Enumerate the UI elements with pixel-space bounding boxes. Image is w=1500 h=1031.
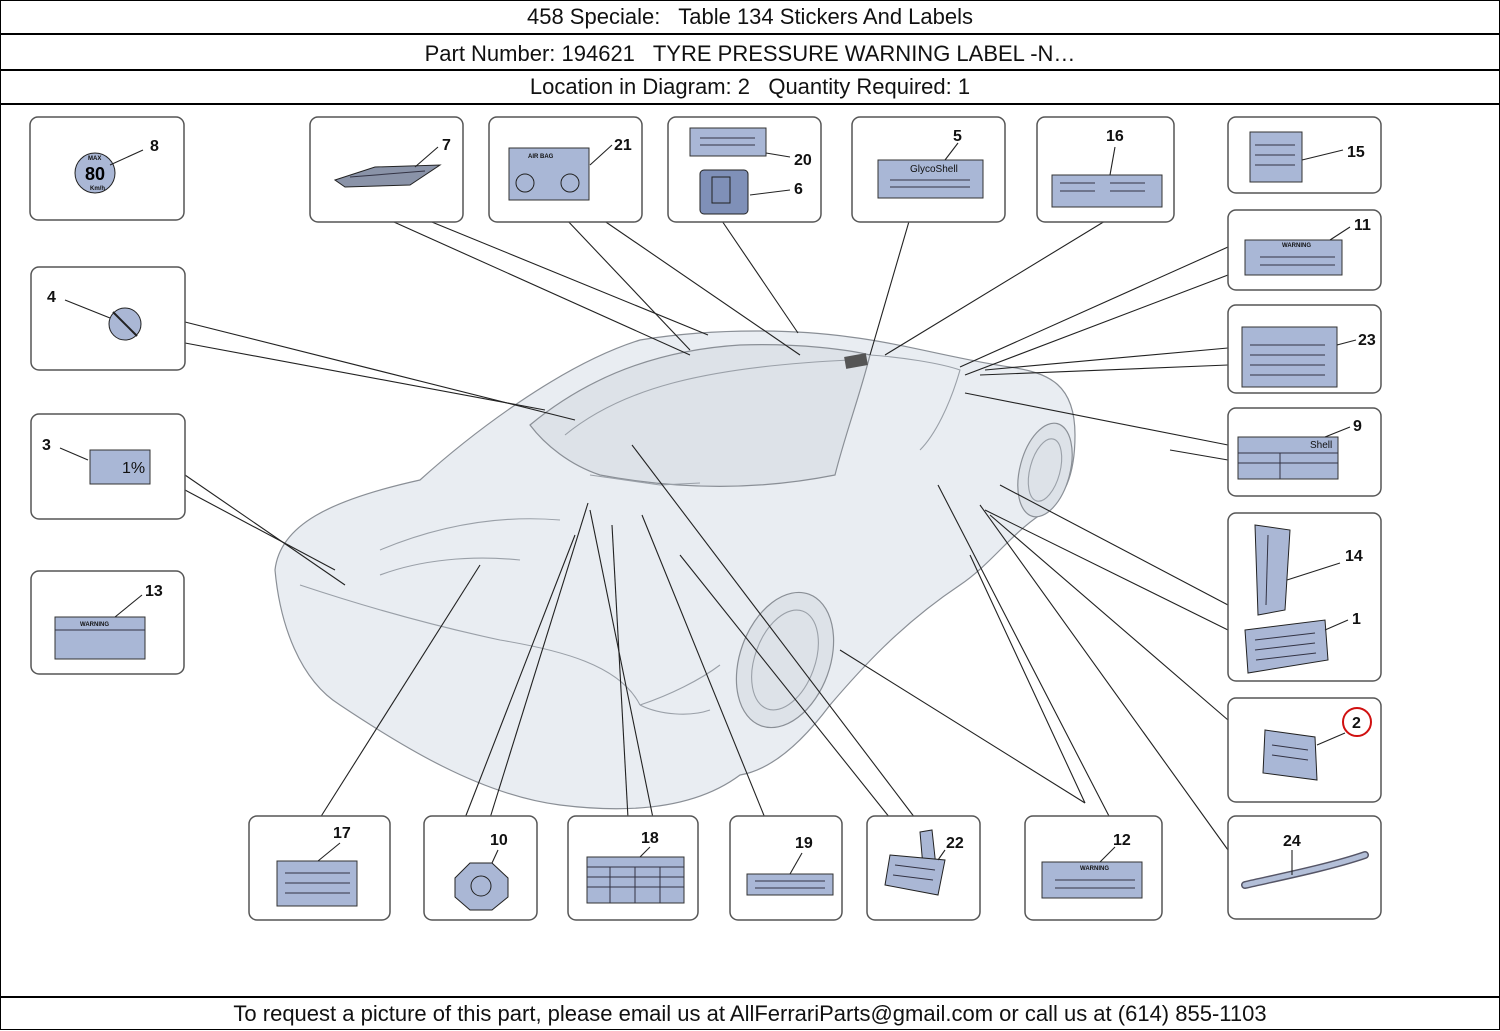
callout-12[interactable]: WARNING 12 xyxy=(1024,815,1163,921)
callout-23[interactable]: 23 xyxy=(1227,304,1382,394)
label-9-shell: Shell xyxy=(1310,440,1332,451)
callout-13[interactable]: WARNING 13 xyxy=(30,570,185,675)
callout-16[interactable]: 16 xyxy=(1036,116,1175,223)
callout-number-14: 14 xyxy=(1345,548,1363,565)
callout-number-10: 10 xyxy=(490,832,508,849)
leader-lines xyxy=(184,217,1229,851)
callout-9[interactable]: Shell 9 xyxy=(1227,407,1382,497)
callout-15[interactable]: 15 xyxy=(1227,116,1382,194)
callout-5[interactable]: GlycoShell 5 xyxy=(851,116,1006,223)
callout-number-16: 16 xyxy=(1106,128,1124,145)
callout-number-17: 17 xyxy=(333,825,351,842)
callout-number-20: 20 xyxy=(794,152,812,169)
label-3-percent: 1% xyxy=(122,460,145,477)
callout-number-5: 5 xyxy=(953,128,962,145)
callout-17[interactable]: 17 xyxy=(248,815,391,921)
callout-22[interactable]: 22 xyxy=(866,815,981,921)
label-12-warning: WARNING xyxy=(1080,866,1109,872)
label-21-airbag: AIR BAG xyxy=(528,154,554,160)
part-number: Part Number: 194621 TYRE PRESSURE WARNIN… xyxy=(1,36,1499,71)
footer-contact: To request a picture of this part, pleas… xyxy=(1,996,1499,1031)
callout-number-6: 6 xyxy=(794,181,803,198)
callout-number-8: 8 xyxy=(150,138,159,155)
label-8-max: MAX xyxy=(88,156,101,162)
callout-21[interactable]: AIR BAG 21 xyxy=(488,116,643,223)
highlight-ring xyxy=(1342,707,1372,737)
label-8-speed: 80 xyxy=(85,164,105,184)
label-5-glycoshell: GlycoShell xyxy=(910,164,958,175)
label-13-warning: WARNING xyxy=(80,622,109,628)
callout-number-24: 24 xyxy=(1283,833,1301,850)
callout-11[interactable]: WARNING 11 xyxy=(1227,209,1382,291)
callout-8[interactable]: MAX 80 Km/h 8 xyxy=(29,116,185,221)
callout-number-19: 19 xyxy=(795,835,813,852)
callout-10[interactable]: 10 xyxy=(423,815,538,921)
callout-number-22: 22 xyxy=(946,835,964,852)
callout-number-11: 11 xyxy=(1354,217,1371,234)
label-11-warning: WARNING xyxy=(1282,243,1311,249)
callout-number-15: 15 xyxy=(1347,144,1365,161)
callout-number-9: 9 xyxy=(1353,418,1362,435)
callout-number-21: 21 xyxy=(614,137,632,154)
callout-number-7: 7 xyxy=(442,137,451,154)
callout-number-13: 13 xyxy=(145,583,163,600)
label-8-kmh: Km/h xyxy=(90,186,105,192)
callout-number-2: 2 xyxy=(1352,715,1361,732)
callout-7[interactable]: 7 xyxy=(309,116,464,223)
callout-20-6[interactable]: 20 6 xyxy=(667,116,822,223)
page-title: 458 Speciale: Table 134 Stickers And Lab… xyxy=(1,1,1499,35)
callout-number-4: 4 xyxy=(47,289,56,306)
callout-2[interactable]: 2 xyxy=(1227,697,1382,803)
callout-number-12: 12 xyxy=(1113,832,1131,849)
callout-18[interactable]: 18 xyxy=(567,815,699,921)
callout-14-1[interactable]: 14 1 xyxy=(1227,512,1382,682)
location-quantity: Location in Diagram: 2 Quantity Required… xyxy=(1,71,1499,105)
callout-number-18: 18 xyxy=(641,830,659,847)
callout-number-3: 3 xyxy=(42,437,51,454)
exploded-diagram: MAX 80 Km/h 8 7 AIR BAG 21 20 6 xyxy=(29,116,1382,921)
callout-4[interactable]: 4 xyxy=(30,266,186,371)
callout-number-1: 1 xyxy=(1352,611,1361,628)
callout-number-23: 23 xyxy=(1358,332,1376,349)
car-illustration xyxy=(274,330,1076,810)
callout-19[interactable]: 19 xyxy=(729,815,843,921)
callout-24[interactable]: 24 xyxy=(1227,815,1382,920)
callout-3[interactable]: 1% 3 xyxy=(30,413,186,520)
